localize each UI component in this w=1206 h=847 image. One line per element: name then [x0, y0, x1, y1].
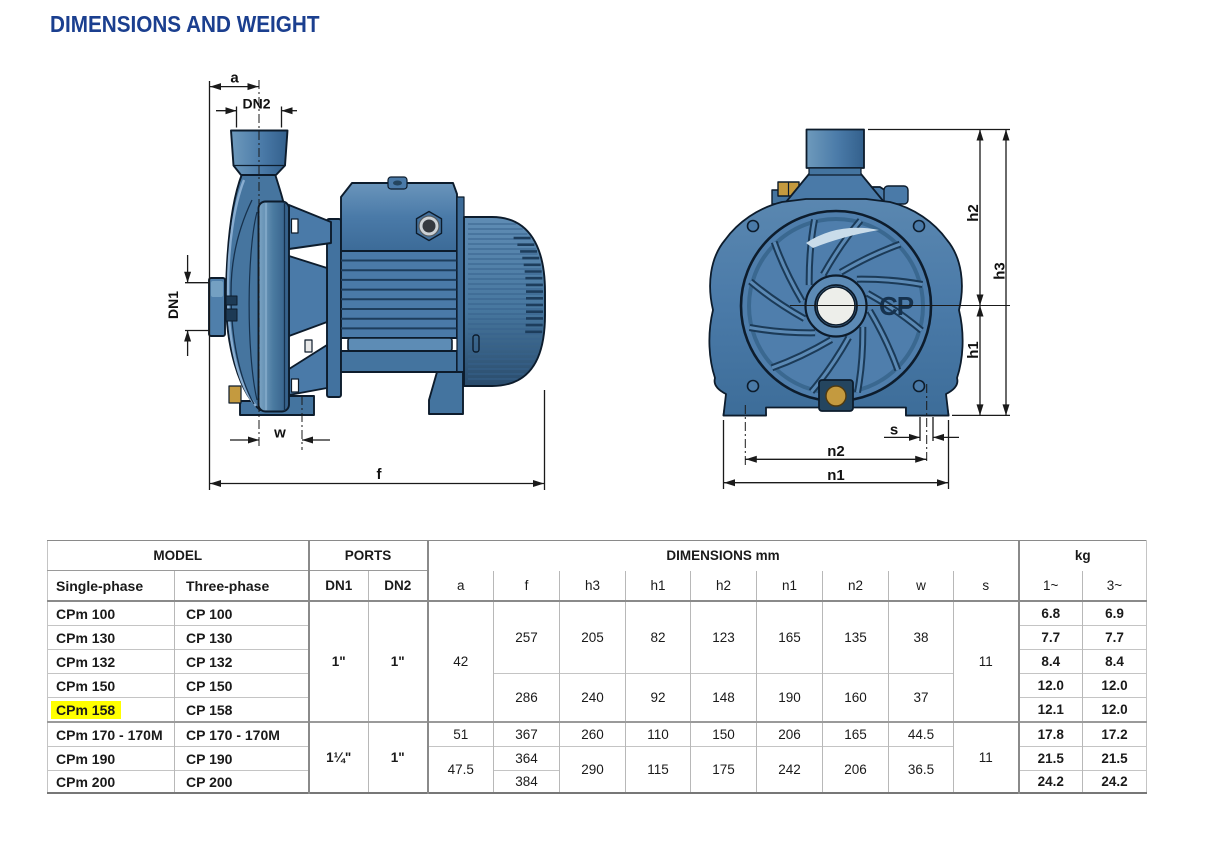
- svg-text:n1: n1: [827, 467, 845, 484]
- svg-text:h3: h3: [992, 262, 1009, 280]
- svg-text:DN1: DN1: [165, 291, 181, 319]
- svg-text:a: a: [230, 70, 239, 87]
- svg-text:h1: h1: [965, 341, 982, 359]
- svg-text:w: w: [273, 425, 286, 442]
- svg-text:f: f: [377, 466, 383, 483]
- svg-text:CP: CP: [879, 291, 914, 321]
- svg-text:s: s: [890, 422, 898, 439]
- svg-text:DN2: DN2: [242, 96, 270, 112]
- svg-text:n2: n2: [827, 443, 845, 460]
- svg-text:h2: h2: [965, 204, 982, 222]
